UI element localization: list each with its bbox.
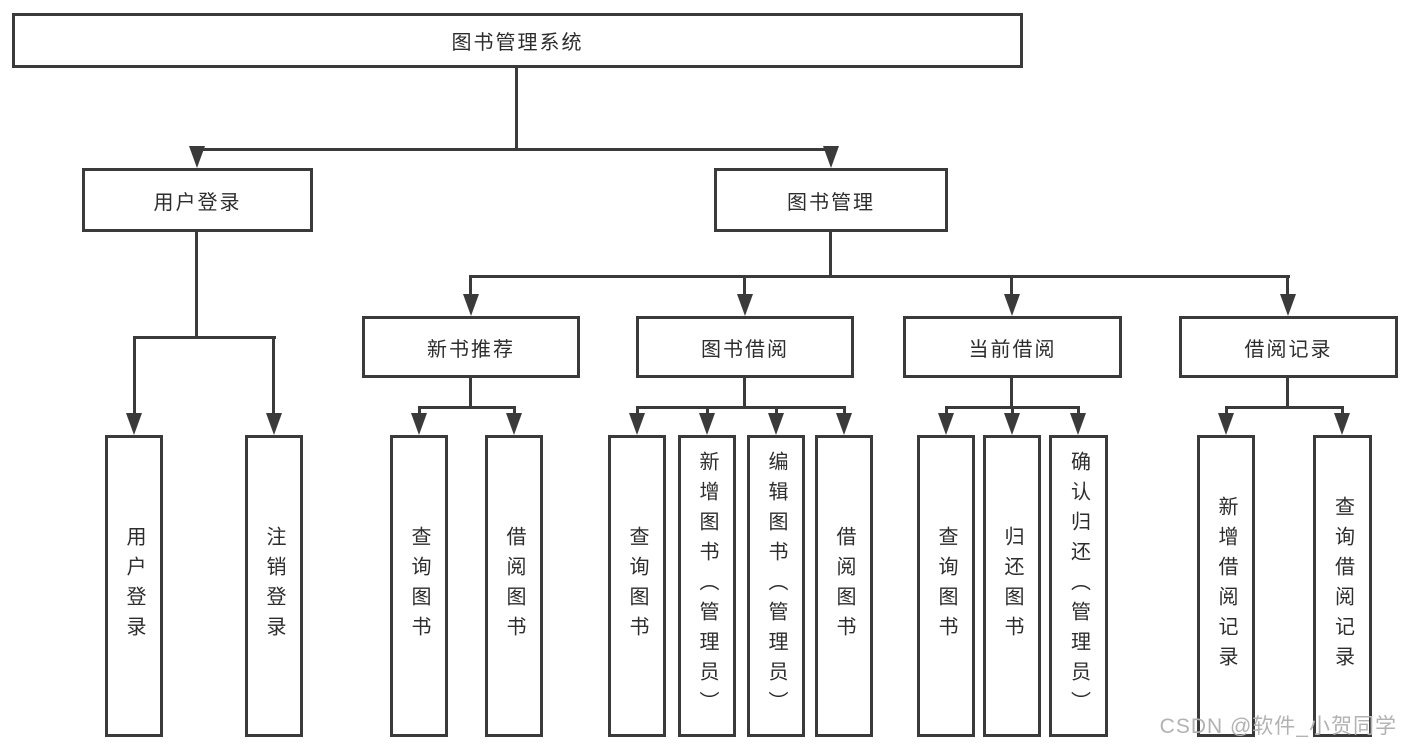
connector-line bbox=[418, 406, 516, 409]
connector-line bbox=[743, 275, 746, 297]
leaf-user-login: 用户登录 bbox=[105, 435, 163, 737]
leaf-return-book: 归还图书 bbox=[983, 435, 1041, 737]
node-borrowing-records: 借阅记录 bbox=[1179, 316, 1398, 378]
connector-line bbox=[418, 406, 421, 418]
arrowhead-down-icon bbox=[411, 413, 427, 435]
connector-line bbox=[743, 378, 746, 409]
connector-line bbox=[469, 275, 472, 297]
arrowhead-down-icon bbox=[1070, 413, 1086, 435]
connector-line bbox=[829, 232, 832, 278]
leaf-logout: 注销登录 bbox=[245, 435, 303, 737]
arrowhead-down-icon bbox=[836, 413, 852, 435]
connector-line bbox=[272, 336, 275, 414]
leaf-edit-book-admin: 编辑图书（管理员） bbox=[747, 435, 805, 737]
leaf-add-borrow-record: 新增借阅记录 bbox=[1197, 435, 1255, 737]
arrowhead-down-icon bbox=[1218, 413, 1234, 435]
node-user-login: 用户登录 bbox=[82, 168, 313, 232]
arrowhead-down-icon bbox=[189, 146, 205, 168]
connector-line bbox=[1077, 406, 1080, 418]
connector-line bbox=[843, 406, 846, 418]
leaf-query-borrow-record: 查询借阅记录 bbox=[1313, 435, 1372, 737]
connector-line bbox=[470, 275, 1290, 278]
connector-line bbox=[775, 406, 778, 418]
connector-line bbox=[1286, 275, 1289, 297]
leaf-query-books-recommend: 查询图书 bbox=[390, 435, 448, 737]
connector-line bbox=[195, 232, 198, 336]
node-library-management-system: 图书管理系统 bbox=[12, 13, 1023, 68]
arrowhead-down-icon bbox=[938, 413, 954, 435]
arrowhead-down-icon bbox=[1004, 294, 1020, 316]
arrowhead-down-icon bbox=[768, 413, 784, 435]
connector-line bbox=[706, 406, 709, 418]
connector-line bbox=[1011, 406, 1014, 418]
leaf-query-books-current: 查询图书 bbox=[917, 435, 975, 737]
arrowhead-down-icon bbox=[699, 413, 715, 435]
csdn-watermark: CSDN @软件_小贺同学 bbox=[1159, 715, 1397, 738]
leaf-confirm-return-admin: 确认归还（管理员） bbox=[1049, 435, 1108, 737]
connector-line bbox=[1010, 378, 1013, 409]
connector-line bbox=[133, 336, 136, 414]
arrowhead-down-icon bbox=[126, 413, 142, 435]
node-book-management: 图书管理 bbox=[714, 168, 948, 232]
leaf-query-books-borrow: 查询图书 bbox=[608, 435, 666, 737]
leaf-borrow-books-recommend: 借阅图书 bbox=[485, 435, 543, 737]
node-new-book-recommendation: 新书推荐 bbox=[362, 316, 580, 378]
leaf-add-book-admin: 新增图书（管理员） bbox=[678, 435, 736, 737]
arrowhead-down-icon bbox=[1280, 294, 1296, 316]
node-book-borrowing: 图书借阅 bbox=[636, 316, 854, 378]
connector-line bbox=[513, 406, 516, 418]
arrowhead-down-icon bbox=[629, 413, 645, 435]
leaf-borrow-books: 借阅图书 bbox=[815, 435, 873, 737]
arrowhead-down-icon bbox=[1334, 413, 1350, 435]
arrowhead-down-icon bbox=[506, 413, 522, 435]
arrowhead-down-icon bbox=[823, 146, 839, 168]
connector-line bbox=[133, 336, 276, 339]
connector-line bbox=[196, 148, 834, 151]
connector-line bbox=[636, 406, 846, 409]
connector-line bbox=[1341, 406, 1344, 418]
arrowhead-down-icon bbox=[266, 413, 282, 435]
arrowhead-down-icon bbox=[737, 294, 753, 316]
connector-line bbox=[636, 406, 639, 418]
connector-line bbox=[945, 406, 948, 418]
node-current-borrowing: 当前借阅 bbox=[903, 316, 1122, 378]
connector-line bbox=[1225, 406, 1228, 418]
connector-line bbox=[1010, 275, 1013, 297]
connector-line bbox=[1286, 378, 1289, 409]
connector-line bbox=[515, 68, 518, 148]
arrowhead-down-icon bbox=[1004, 413, 1020, 435]
arrowhead-down-icon bbox=[463, 294, 479, 316]
connector-line bbox=[1225, 406, 1344, 409]
connector-line bbox=[469, 378, 472, 409]
